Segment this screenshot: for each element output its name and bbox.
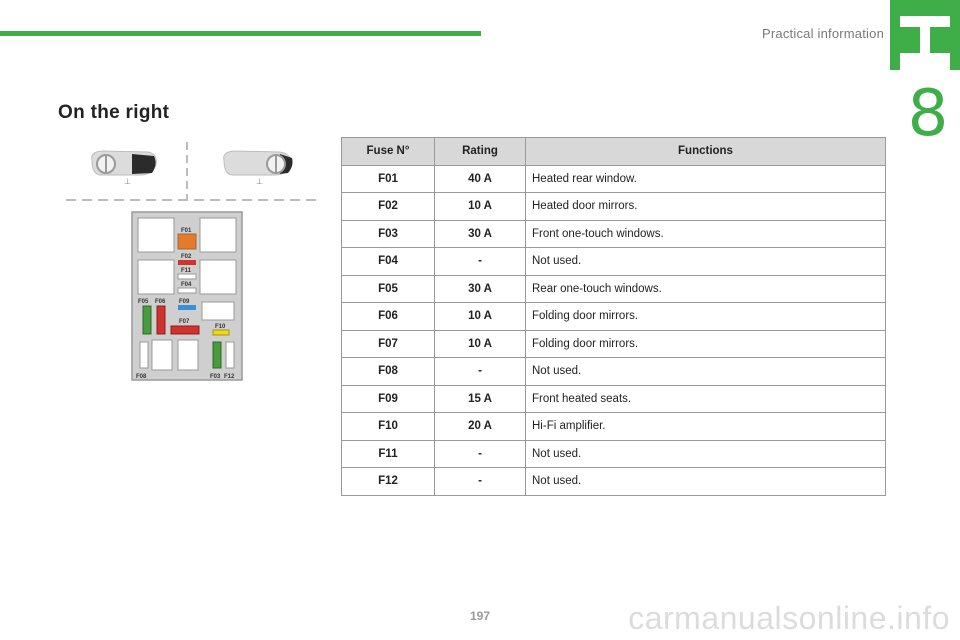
page-number: 197 bbox=[469, 609, 491, 623]
table-row: F08-Not used. bbox=[341, 357, 886, 386]
fuse-f02 bbox=[178, 260, 196, 265]
rating-cell: - bbox=[434, 439, 526, 468]
watermark: carmanualsonline.info bbox=[628, 600, 950, 636]
chapter-number: 8 bbox=[907, 77, 949, 151]
label-f05: F05 bbox=[138, 299, 149, 305]
fuse-f08 bbox=[139, 341, 149, 369]
function-cell: Hi-Fi amplifier. bbox=[525, 412, 886, 441]
fuse-f04 bbox=[177, 287, 197, 294]
table-row: F11-Not used. bbox=[341, 439, 886, 468]
fuse-number-cell: F08 bbox=[341, 357, 435, 386]
fuse-number-cell: F04 bbox=[341, 247, 435, 276]
table-header-row: Fuse N° Rating Functions bbox=[341, 137, 886, 166]
label-f12: F12 bbox=[224, 374, 235, 380]
function-cell: Heated rear window. bbox=[525, 164, 886, 193]
svg-text:⊥: ⊥ bbox=[124, 177, 131, 186]
fuse-number-cell: F06 bbox=[341, 302, 435, 331]
header-fuse-no: Fuse N° bbox=[341, 137, 435, 166]
rating-cell: 40 A bbox=[434, 164, 526, 193]
header-accent-bar bbox=[0, 31, 481, 36]
function-cell: Front heated seats. bbox=[525, 384, 886, 413]
fuse-f07 bbox=[170, 325, 200, 335]
table-row: F04-Not used. bbox=[341, 247, 886, 276]
function-cell: Not used. bbox=[525, 247, 886, 276]
label-f01: F01 bbox=[181, 228, 192, 234]
function-cell: Front one-touch windows. bbox=[525, 219, 886, 248]
rating-cell: - bbox=[434, 467, 526, 496]
fuse-number-cell: F12 bbox=[341, 467, 435, 496]
label-f10: F10 bbox=[215, 324, 226, 330]
rating-cell: 20 A bbox=[434, 412, 526, 441]
fuse-number-cell: F07 bbox=[341, 329, 435, 358]
fuse-f01 bbox=[177, 233, 197, 250]
label-f03: F03 bbox=[210, 374, 221, 380]
fuse-number-cell: F01 bbox=[341, 164, 435, 193]
car-rhd-icon: ⊥ bbox=[223, 150, 293, 186]
label-f02: F02 bbox=[181, 254, 192, 260]
header-rating: Rating bbox=[434, 137, 526, 166]
table-row: F12-Not used. bbox=[341, 467, 886, 496]
fuse-f03 bbox=[212, 341, 222, 369]
section-label: Practical information bbox=[762, 26, 884, 41]
fuse-box: F01 F02 F11 F04 F05 F06 F09 F07 F10 F08 … bbox=[131, 211, 243, 381]
rating-cell: - bbox=[434, 357, 526, 386]
function-cell: Not used. bbox=[525, 439, 886, 468]
fuse-number-cell: F11 bbox=[341, 439, 435, 468]
rating-cell: 10 A bbox=[434, 302, 526, 331]
fuse-number-cell: F09 bbox=[341, 384, 435, 413]
svg-text:⊥: ⊥ bbox=[256, 177, 263, 186]
label-f06: F06 bbox=[155, 299, 166, 305]
rating-cell: 10 A bbox=[434, 192, 526, 221]
fuse-number-cell: F02 bbox=[341, 192, 435, 221]
label-f04: F04 bbox=[181, 282, 192, 288]
label-f11: F11 bbox=[181, 268, 192, 274]
function-cell: Not used. bbox=[525, 357, 886, 386]
car-lhd-icon: ⊥ bbox=[91, 150, 157, 186]
function-cell: Folding door mirrors. bbox=[525, 302, 886, 331]
fuse-f11 bbox=[177, 273, 197, 280]
fuse-box-diagram: ⊥ ⊥ F01 F02 F11 F04 F05 F06 bbox=[66, 142, 316, 381]
rating-cell: 30 A bbox=[434, 274, 526, 303]
fuse-f09 bbox=[178, 305, 196, 310]
fuse-f12 bbox=[225, 341, 235, 369]
fuse-number-cell: F05 bbox=[341, 274, 435, 303]
fuse-number-cell: F10 bbox=[341, 412, 435, 441]
rating-cell: 30 A bbox=[434, 219, 526, 248]
fuse-f10 bbox=[212, 329, 230, 336]
fuse-f05 bbox=[142, 305, 152, 335]
rating-cell: 10 A bbox=[434, 329, 526, 358]
label-f07: F07 bbox=[179, 319, 190, 325]
function-cell: Not used. bbox=[525, 467, 886, 496]
function-cell: Heated door mirrors. bbox=[525, 192, 886, 221]
chapter-tab-icon bbox=[890, 0, 960, 70]
header-functions: Functions bbox=[525, 137, 886, 166]
label-f08: F08 bbox=[136, 374, 147, 380]
fuse-f06 bbox=[156, 305, 166, 335]
function-cell: Rear one-touch windows. bbox=[525, 274, 886, 303]
page-title: On the right bbox=[58, 102, 170, 123]
fuse-number-cell: F03 bbox=[341, 219, 435, 248]
label-f09: F09 bbox=[179, 299, 190, 305]
rating-cell: 15 A bbox=[434, 384, 526, 413]
rating-cell: - bbox=[434, 247, 526, 276]
function-cell: Folding door mirrors. bbox=[525, 329, 886, 358]
